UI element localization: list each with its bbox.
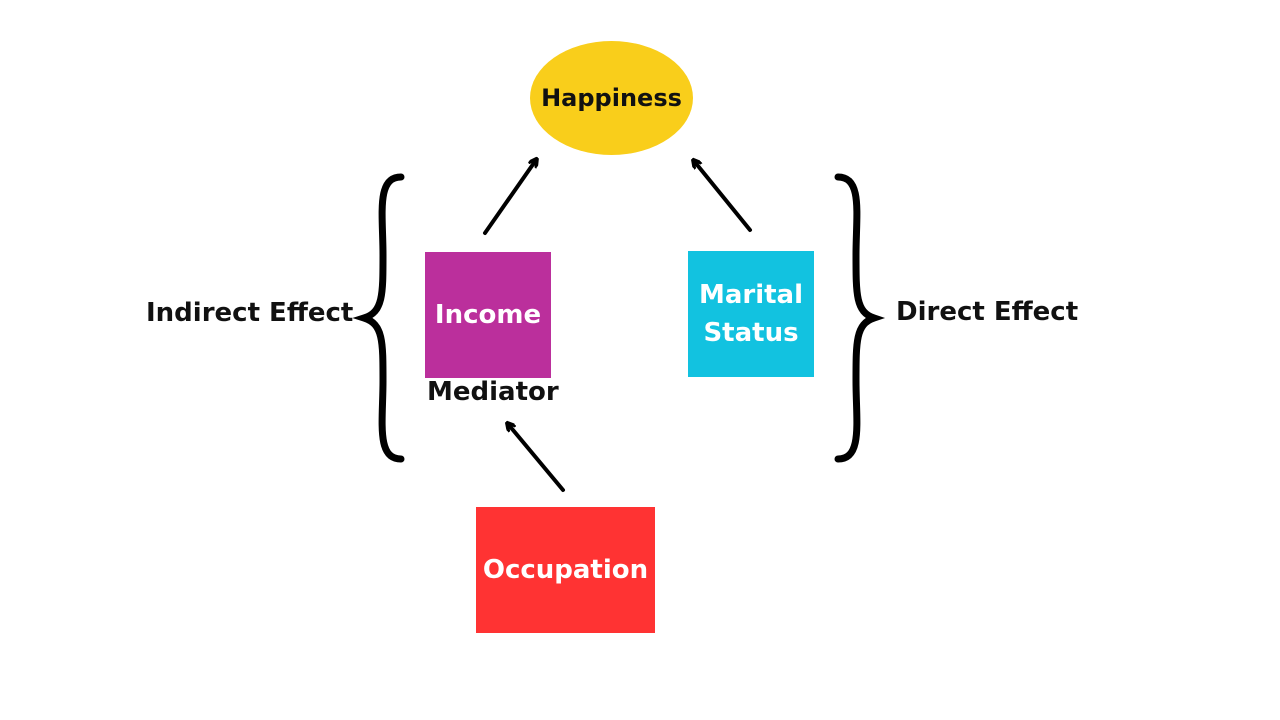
mediator-label: Mediator [427, 377, 559, 407]
arrow-occupation-to-income [508, 424, 565, 492]
marital-status-node: Marital Status [688, 251, 814, 377]
income-node: Income [425, 252, 551, 378]
indirect-effect-label: Indirect Effect [146, 298, 354, 328]
right-brace [834, 173, 886, 463]
marital-status-label-line2: Status [703, 318, 799, 348]
occupation-label: Occupation [482, 555, 649, 585]
marital-status-label-line1: Marital [698, 280, 804, 310]
left-brace [352, 173, 405, 463]
arrow-income-to-happiness [483, 160, 536, 235]
happiness-node: Happiness [530, 41, 693, 155]
arrow-marital-to-happiness [694, 161, 752, 232]
occupation-node: Occupation [476, 507, 655, 633]
direct-effect-label: Direct Effect [896, 297, 1079, 327]
income-label: Income [434, 300, 542, 330]
happiness-label: Happiness [541, 84, 682, 112]
